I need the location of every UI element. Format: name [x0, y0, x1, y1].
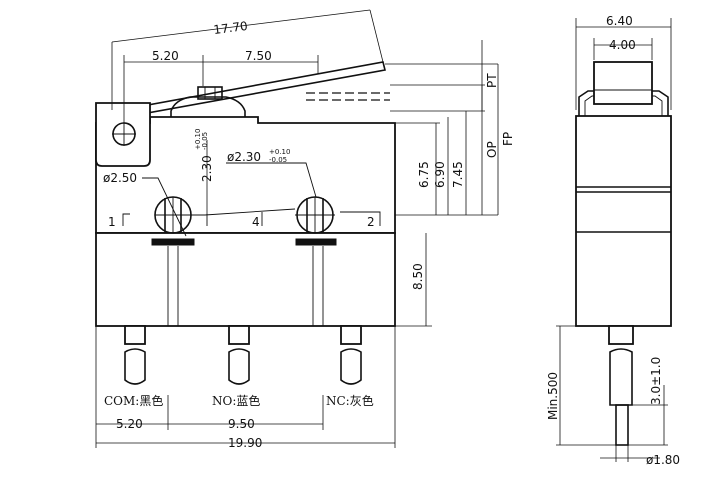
switch-body-lower: [95, 232, 396, 327]
hole-diameter-label: ø2.50: [103, 171, 137, 185]
dim-750-label: 7.50: [245, 49, 272, 63]
wire-jacket: [609, 348, 633, 406]
nc-label: NC:灰色: [326, 394, 374, 408]
com-label: COM:黑色: [104, 394, 163, 408]
mark-2: [340, 211, 381, 226]
side-view: 6.40 4.00 Min.500 3.0±1.0 ø1.80: [546, 14, 680, 467]
hole-leader: [142, 177, 187, 237]
dim-230-tol-upper: +0.10: [194, 129, 202, 150]
terminal-bar-left: [151, 238, 195, 246]
hole-centerline: [204, 208, 296, 216]
terminal-pins: [124, 325, 362, 385]
lever-arm: [103, 61, 386, 119]
side-body: [575, 115, 672, 327]
dim-strip-label: 3.0±1.0: [649, 357, 663, 405]
mounting-hole-right: [295, 196, 335, 234]
hole2-tol-lower: -0.05: [269, 156, 287, 164]
dim-min500-label: Min.500: [546, 372, 560, 420]
wire-conductor: [615, 404, 629, 446]
dim-950-label: 9.50: [228, 417, 255, 431]
dim-690-label: 6.90: [433, 161, 447, 188]
hole2-tol-upper: +0.10: [269, 148, 290, 156]
dim-230-label: 2.30: [200, 155, 214, 182]
terminal-4-label: 4: [252, 215, 260, 229]
dim-1770-line: [111, 9, 371, 43]
dim-520-bottom-label: 5.20: [116, 417, 143, 431]
dim-1770-ext: [369, 9, 384, 63]
front-view: 1 4 2 ø2.50 ø2.30 +0.10 -0.05 2.30 +0.10…: [95, 9, 515, 450]
dim-230-tol-lower: -0.05: [201, 132, 209, 150]
plunger-button: [170, 96, 246, 117]
hole2-diameter-label: ø2.30: [227, 150, 261, 164]
dim-1990-label: 19.90: [228, 436, 262, 450]
mark-1: [122, 213, 130, 226]
terminal-bar-right: [295, 238, 337, 246]
dim-400-label: 4.00: [609, 38, 636, 52]
fp-label: FP: [501, 132, 515, 146]
lever-pivot-block: [95, 102, 151, 167]
wire-sheath: [608, 325, 634, 345]
terminal-2-label: 2: [367, 215, 375, 229]
pt-label: PT: [485, 73, 499, 88]
dim-640-label: 6.40: [606, 14, 633, 28]
no-label: NO:蓝色: [212, 394, 260, 408]
side-plunger: [593, 61, 653, 105]
dim-850-label: 8.50: [411, 263, 425, 290]
plunger-head: [197, 86, 223, 100]
dim-dia-label: ø1.80: [646, 453, 680, 467]
terminal-1-label: 1: [108, 215, 116, 229]
hole2-leader: [226, 162, 317, 198]
dim-520-top-label: 5.20: [152, 49, 179, 63]
dim-745-label: 7.45: [451, 161, 465, 188]
op-label: OP: [485, 141, 499, 158]
dim-1770-label: 17.70: [213, 19, 249, 37]
dim-675-label: 6.75: [417, 161, 431, 188]
